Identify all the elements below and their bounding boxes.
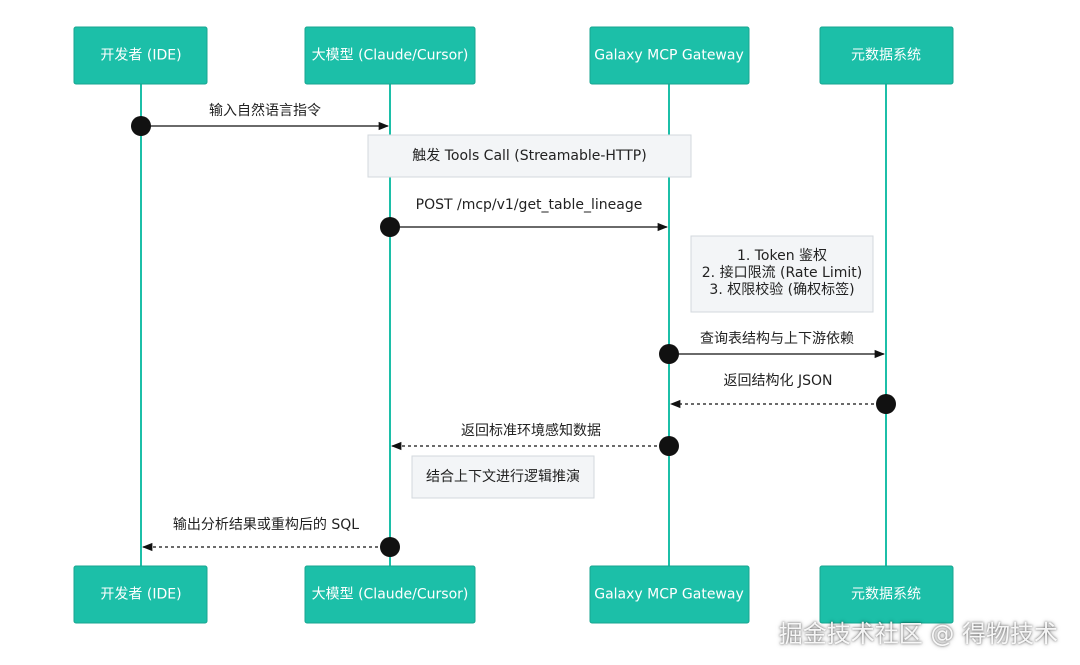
actor-label: 大模型 (Claude/Cursor) (312, 48, 469, 64)
actor-row-top: 开发者 (IDE) 大模型 (Claude/Cursor) Galaxy MCP… (73, 26, 954, 85)
note-text-line: 1. Token 鉴权 (737, 248, 827, 264)
message-label: 返回标准环境感知数据 (461, 422, 601, 439)
actor-gateway-top: Galaxy MCP Gateway (589, 26, 750, 85)
actor-metadata-system-bottom: 元数据系统 (819, 565, 954, 624)
message-label: 查询表结构与上下游依赖 (700, 331, 854, 347)
message-output-result: 输出分析结果或重构后的 SQL (141, 517, 400, 557)
message-origin-dot (659, 436, 679, 456)
actor-label: 开发者 (IDE) (100, 48, 181, 64)
actor-label: 大模型 (Claude/Cursor) (312, 587, 469, 603)
note-tools-call: 触发 Tools Call (Streamable-HTTP) (367, 134, 692, 178)
note-text-line: 3. 权限校验 (确权标签) (709, 281, 854, 298)
message-return-json: 返回结构化 JSON (669, 373, 896, 414)
message-origin-dot (380, 217, 400, 237)
watermark: 掘金技术社区 @ 得物技术 (778, 620, 1058, 648)
message-post-lineage: POST /mcp/v1/get_table_lineage (380, 197, 669, 237)
actor-llm-bottom: 大模型 (Claude/Cursor) (304, 565, 476, 624)
actor-label: Galaxy MCP Gateway (594, 48, 744, 64)
message-origin-dot (876, 394, 896, 414)
note-text-line: 2. 接口限流 (Rate Limit) (702, 264, 862, 281)
message-label: 返回结构化 JSON (724, 373, 833, 389)
actor-label: 开发者 (IDE) (100, 587, 181, 603)
message-label: 输出分析结果或重构后的 SQL (173, 517, 359, 533)
message-query-structure: 查询表结构与上下游依赖 (659, 331, 886, 364)
note-text: 触发 Tools Call (Streamable-HTTP) (412, 148, 646, 164)
actor-developer-top: 开发者 (IDE) (73, 26, 208, 85)
note-text: 结合上下文进行逻辑推演 (426, 469, 580, 485)
message-input-instruction: 输入自然语言指令 (131, 102, 390, 136)
actor-label: Galaxy MCP Gateway (594, 587, 744, 603)
message-label: POST /mcp/v1/get_table_lineage (416, 197, 643, 213)
message-origin-dot (131, 116, 151, 136)
actor-metadata-system-top: 元数据系统 (819, 26, 954, 85)
actor-llm-top: 大模型 (Claude/Cursor) (304, 26, 476, 85)
note-logic-reasoning: 结合上下文进行逻辑推演 (411, 455, 595, 499)
actor-row-bottom: 开发者 (IDE) 大模型 (Claude/Cursor) Galaxy MCP… (73, 565, 954, 624)
actor-label: 元数据系统 (851, 48, 921, 64)
message-origin-dot (659, 344, 679, 364)
actor-developer-bottom: 开发者 (IDE) (73, 565, 208, 624)
message-label: 输入自然语言指令 (209, 102, 321, 119)
actor-label: 元数据系统 (851, 587, 921, 603)
actor-gateway-bottom: Galaxy MCP Gateway (589, 565, 750, 624)
message-origin-dot (380, 537, 400, 557)
note-gateway-checks: 1. Token 鉴权 2. 接口限流 (Rate Limit) 3. 权限校验… (690, 235, 874, 313)
message-return-context-data: 返回标准环境感知数据 (390, 422, 679, 456)
